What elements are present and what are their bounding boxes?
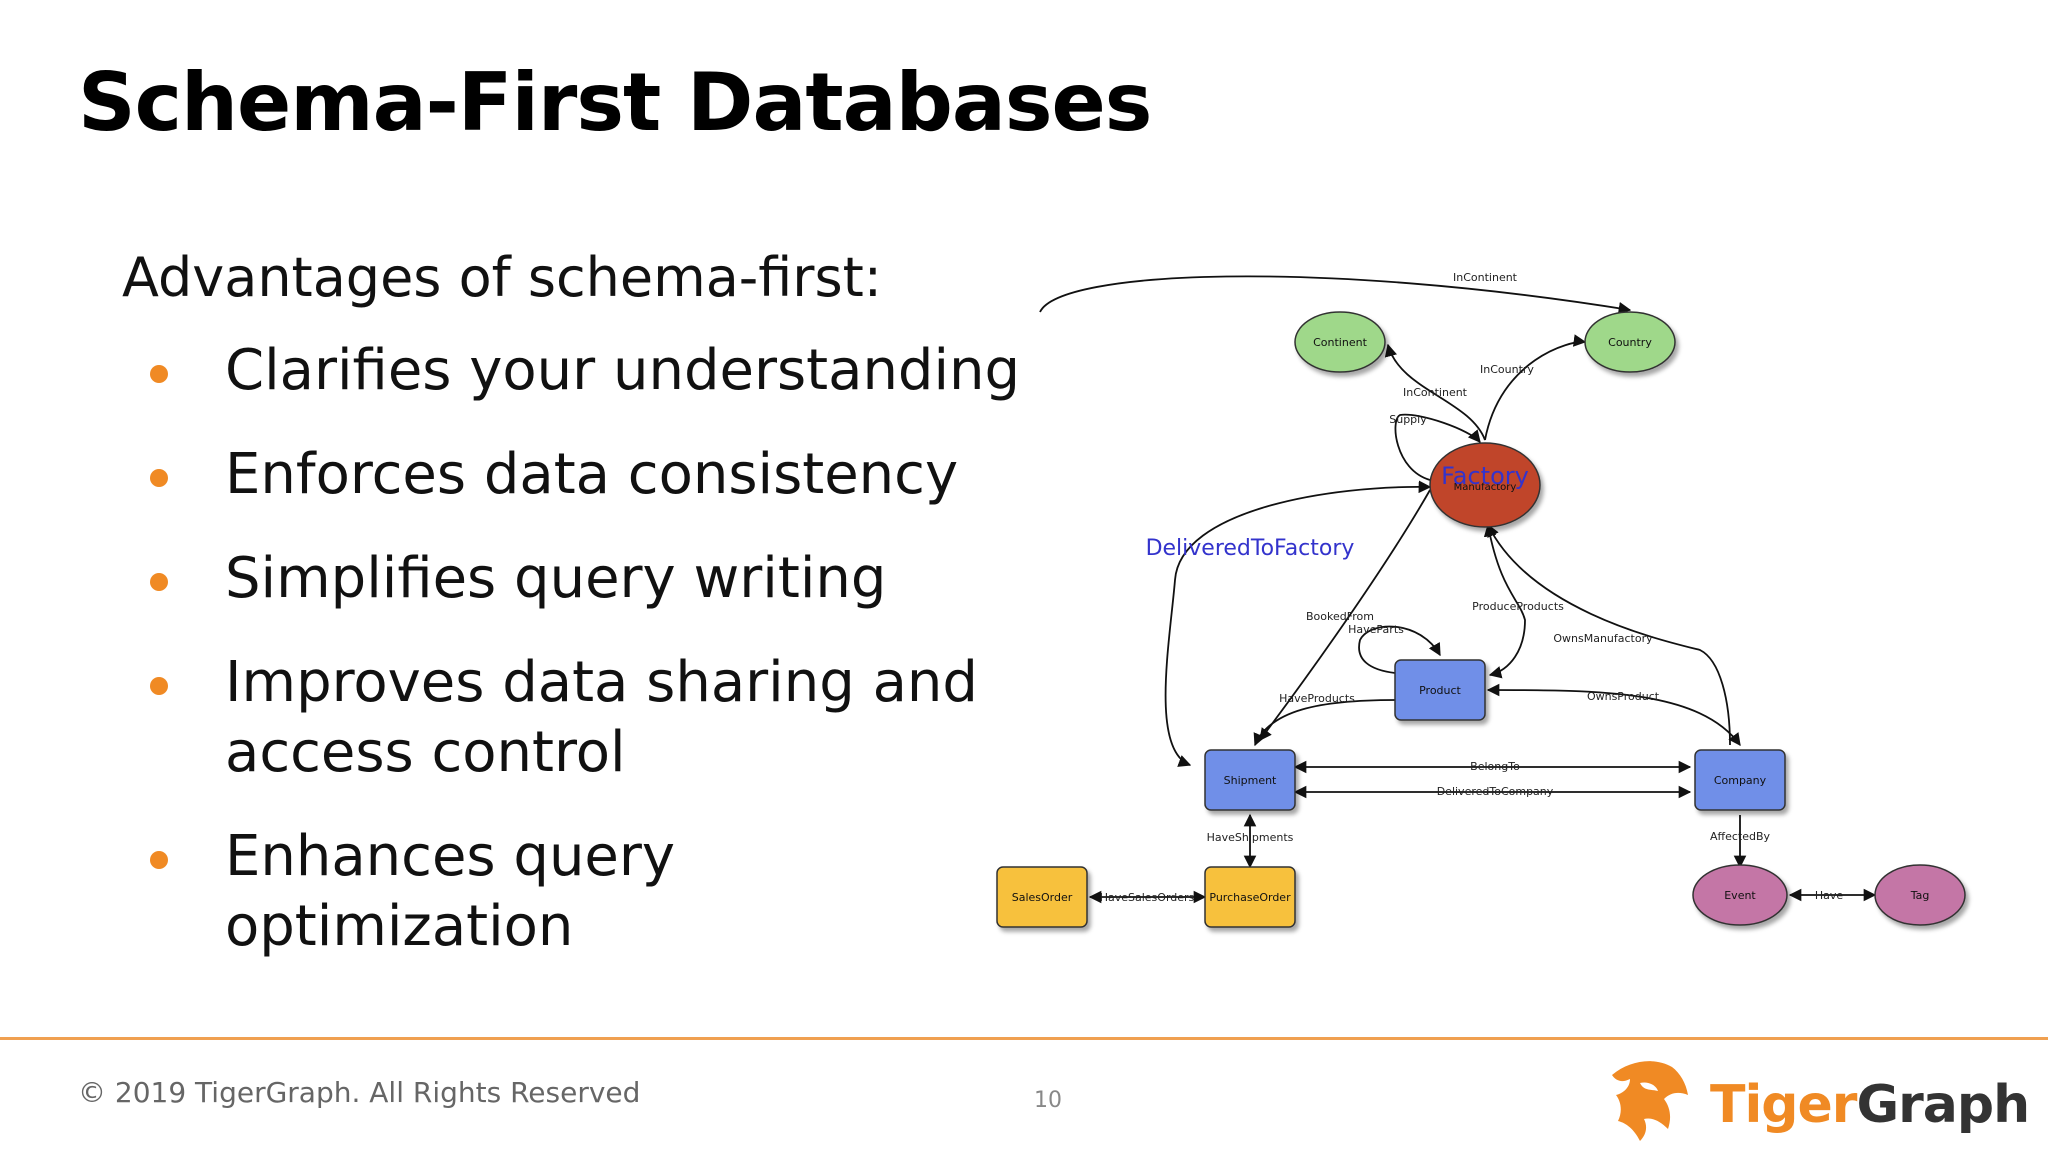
bullet-dot-icon [150,573,168,591]
label-owns-manufactory: OwnsManufactory [1553,632,1653,645]
node-label: Continent [1313,336,1367,349]
label-supply: Supply [1389,413,1427,426]
node-label: Tag [1910,889,1930,902]
bullet-dot-icon [150,365,168,383]
page-number: 10 [1034,1088,1062,1113]
node-sales-order: SalesOrder [996,866,1088,928]
advantages-list: Clarifies your understanding Enforces da… [140,336,1040,996]
node-label: Manufactory [1454,482,1517,493]
node-label: Company [1714,774,1767,787]
node-company: Company [1694,749,1786,811]
edge-in-continent [1384,343,1486,441]
schema-diagram: InContinent InCountry InContinent Supply… [996,271,1966,928]
label-delivered-to-company: DeliveredToCompany [1437,785,1554,798]
edge-in-country [1484,334,1587,441]
bullet-item: Enhances query optimization [140,822,725,962]
edge-delivered-to-factory [1164,480,1432,767]
node-label: PurchaseOrder [1209,891,1291,904]
bullet-item: Enforces data consistency [140,440,1040,510]
label-have-products: HaveProducts [1279,692,1355,705]
label-have-sales-orders: HaveSalesOrders [1100,891,1195,904]
bullet-dot-icon [150,851,168,869]
edge-booked-from [1259,489,1431,742]
copyright-text: © 2019 TigerGraph. All Rights Reserved [78,1076,641,1109]
label-delivered-to-factory: DeliveredToFactory [1146,536,1355,561]
slide-title: Schema-First Databases [78,56,1152,149]
bullet-dot-icon [150,677,168,695]
edge-have-parts [1358,625,1441,674]
node-continent: Continent [1294,311,1386,373]
edge-have-products [1253,699,1396,747]
node-factory: Manufactory Factory [1429,442,1541,528]
edge-supply [1394,413,1481,481]
node-purchase-order: PurchaseOrder [1204,866,1296,928]
node-product: Product [1394,659,1486,721]
edge-in-continent-top [1039,275,1632,315]
node-label: SalesOrder [1012,891,1073,904]
bullet-dot-icon [150,469,168,487]
label-in-country: InCountry [1480,363,1534,376]
label-owns-product: OwnsProduct [1587,690,1660,703]
bullet-text: Simplifies query writing [225,546,887,611]
bullet-item: Improves data sharing and access control [140,648,1005,788]
bullet-text: Improves data sharing and access control [225,650,978,785]
label-have-parts: HaveParts [1348,623,1404,636]
label-affected-by: AffectedBy [1710,830,1771,843]
bullet-text: Clarifies your understanding [225,338,1021,403]
bullet-item: Simplifies query writing [140,544,1040,614]
logo-text-graph: Graph [1856,1075,2030,1135]
edge-owns-product [1486,683,1741,747]
label-booked-from: BookedFrom [1306,610,1374,623]
node-tag: Tag [1874,864,1966,926]
label-produce-products: ProduceProducts [1472,600,1564,613]
label-in-continent: InContinent [1403,386,1468,399]
bullet-text: Enhances query optimization [225,824,676,959]
tigergraph-logo: TigerGraph [1600,1055,2030,1145]
node-overlay-label: Factory [1441,462,1529,490]
label-in-continent-top: InContinent [1453,271,1518,284]
bullet-text: Enforces data consistency [225,442,959,507]
label-have: Have [1815,889,1844,902]
logo-wordmark: TigerGraph [1710,1075,2030,1135]
node-label: Country [1608,336,1652,349]
node-event: Event [1692,864,1788,926]
node-label: Event [1724,889,1756,902]
node-shipment: Shipment [1204,749,1296,811]
edge-produce-products [1483,523,1526,679]
label-have-shipments: HaveShipments [1207,831,1294,844]
node-label: Product [1419,684,1461,697]
node-label: Shipment [1224,774,1277,787]
tiger-head-icon [1612,1061,1688,1141]
logo-text-tiger: Tiger [1710,1075,1857,1135]
bullet-item: Clarifies your understanding [140,336,1040,406]
label-belong-to: BelongTo [1470,760,1520,773]
node-country: Country [1584,311,1676,373]
footer-divider [0,1037,2048,1040]
slide-subtitle: Advantages of schema-first: [122,246,882,309]
